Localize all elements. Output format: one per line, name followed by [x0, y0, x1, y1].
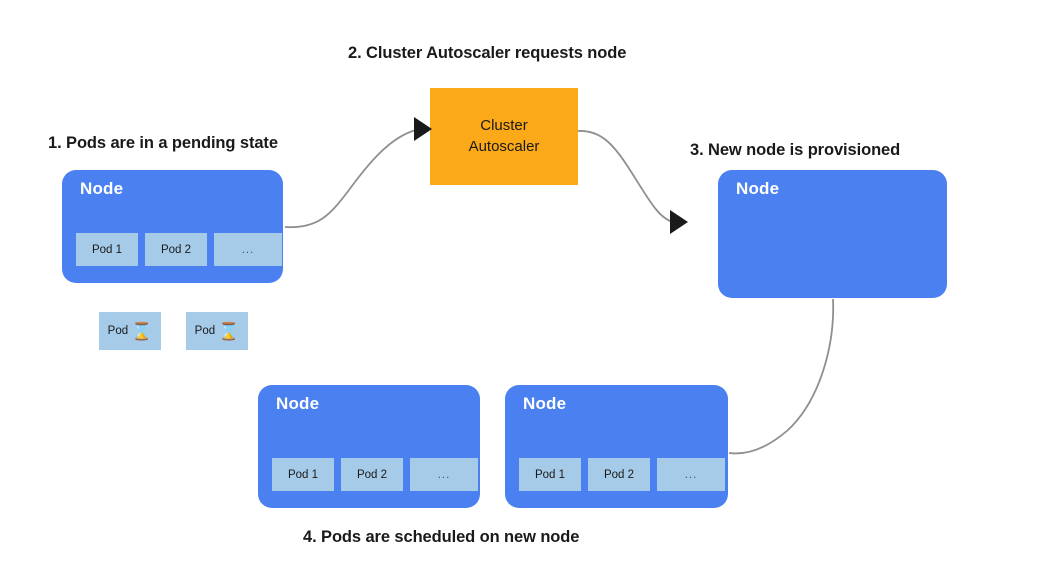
- node-label: Node: [736, 179, 780, 198]
- pod-item[interactable]: Pod 1: [519, 458, 581, 491]
- pod-row: Pod 1 Pod 2 ...: [76, 233, 282, 266]
- pod-item-overflow[interactable]: ...: [214, 233, 282, 266]
- pod-item-overflow[interactable]: ...: [410, 458, 478, 491]
- caption-step-4: 4. Pods are scheduled on new node: [303, 528, 580, 546]
- pod-item[interactable]: Pod 2: [145, 233, 207, 266]
- caption-step-1: 1. Pods are in a pending state: [48, 134, 278, 152]
- pod-item[interactable]: Pod 2: [588, 458, 650, 491]
- node-label: Node: [80, 179, 124, 198]
- node-label: Node: [276, 394, 320, 413]
- node-scheduled-right[interactable]: Node Pod 1 Pod 2 ...: [505, 385, 728, 508]
- node-scheduled-left[interactable]: Node Pod 1 Pod 2 ...: [258, 385, 480, 508]
- autoscaler-label-line2: Autoscaler: [468, 137, 540, 155]
- node-label: Node: [523, 394, 567, 413]
- arrow-pending-to-autoscaler: [284, 129, 417, 229]
- pending-pod-label: Pod: [107, 325, 129, 337]
- pending-pod-label: Pod: [194, 325, 216, 337]
- caption-step-2: 2. Cluster Autoscaler requests node: [348, 44, 627, 62]
- cluster-autoscaler-box[interactable]: Cluster Autoscaler: [430, 88, 578, 185]
- node-pending[interactable]: Node Pod 1 Pod 2 ...: [62, 170, 283, 283]
- caption-step-3: 3. New node is provisioned: [690, 141, 901, 159]
- node-provisioned[interactable]: Node: [718, 170, 947, 298]
- arrow-autoscaler-to-new-node: [577, 130, 674, 223]
- pending-pod[interactable]: Pod ⌛: [99, 312, 161, 350]
- pod-item-overflow[interactable]: ...: [657, 458, 725, 491]
- pod-row: Pod 1 Pod 2 ...: [519, 458, 725, 491]
- arrow-head-icon: [670, 210, 688, 234]
- hourglass-icon: ⌛: [131, 321, 153, 341]
- autoscaler-label-line1: Cluster: [480, 117, 528, 135]
- hourglass-icon: ⌛: [218, 321, 240, 341]
- arrow-new-node-to-scheduled: [728, 298, 835, 455]
- pod-item[interactable]: Pod 2: [341, 458, 403, 491]
- pending-pod[interactable]: Pod ⌛: [186, 312, 248, 350]
- autoscaler-label-wrap: Cluster Autoscaler: [469, 116, 540, 157]
- pod-item[interactable]: Pod 1: [76, 233, 138, 266]
- pod-item[interactable]: Pod 1: [272, 458, 334, 491]
- pod-row: Pod 1 Pod 2 ...: [272, 458, 478, 491]
